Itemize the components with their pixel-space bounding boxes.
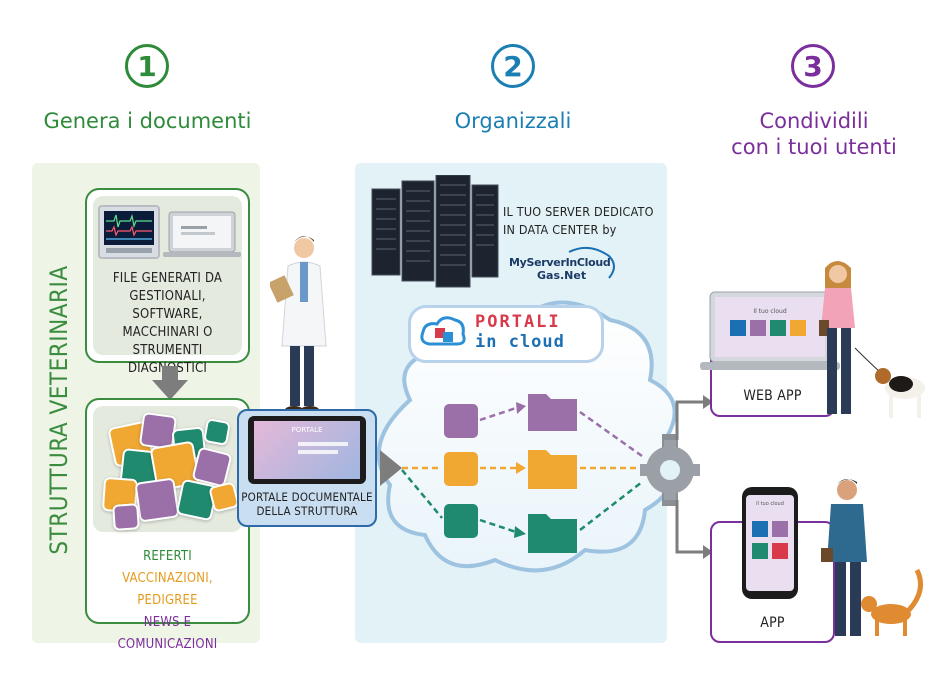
purple-folder-icon	[528, 394, 577, 431]
step-3-number: 3	[791, 44, 835, 88]
step-3-title-line1: Condividili	[759, 109, 869, 133]
smartphone-icon: Il tuo cloud	[742, 487, 798, 599]
doc-type-vaccinazioni: VACCINAZIONI, PEDIGREE	[122, 571, 213, 608]
web-app-label: WEB APP	[743, 388, 802, 404]
man-with-cat-illustration	[815, 478, 935, 643]
brand-line-1: MyServerInCloud	[509, 256, 611, 269]
woman-with-dog-illustration	[815, 258, 935, 426]
portali-logo-line1: PORTALI	[475, 312, 561, 332]
myserverincloud-logo: MyServerInCloud Gas.Net	[509, 246, 619, 286]
laptop-webapp-icon: Il tuo cloud	[700, 290, 840, 374]
doc-type-news: NEWS E COMUNICAZIONI	[117, 615, 218, 652]
down-arrow-icon	[150, 366, 190, 402]
document-tiles	[93, 406, 242, 532]
orange-flow-source	[444, 452, 478, 486]
files-box-label: FILE GENERATI DA GESTIONALI, SOFTWARE, M…	[112, 271, 223, 376]
doc-type-referti: REFERTI	[143, 549, 192, 564]
orange-folder-icon	[528, 450, 577, 489]
app-screen-title: Il tuo cloud	[756, 501, 784, 507]
step-1-title: Genera i documenti	[43, 109, 252, 133]
portali-in-cloud-logo: PORTALI in cloud	[408, 305, 604, 363]
app-label: APP	[760, 615, 785, 631]
output-arrows	[675, 395, 713, 559]
portal-tablet-icon: PORTALE	[248, 416, 366, 484]
green-folder-icon	[528, 514, 577, 553]
green-flow-source	[444, 504, 478, 538]
webapp-screen-title: Il tuo cloud	[753, 308, 787, 315]
step-2-number: 2	[491, 44, 535, 88]
portal-screen-title: PORTALE	[291, 426, 323, 434]
portali-logo-line2: in cloud	[475, 332, 565, 352]
server-racks-icon	[370, 174, 500, 290]
portal-caption: PORTALE DOCUMENTALE DELLA STRUTTURA	[241, 490, 373, 518]
purple-flow-source	[444, 404, 478, 438]
step-1-number: 1	[125, 44, 169, 88]
brand-line-2: Gas.Net	[537, 269, 587, 282]
laptop-icon	[163, 210, 241, 260]
server-caption: IL TUO SERVER DEDICATO IN DATA CENTER by	[503, 204, 654, 237]
gear-icon	[640, 434, 700, 506]
document-flows	[380, 394, 700, 553]
diagnostic-monitor-icon	[98, 205, 160, 259]
structure-vertical-title: STRUTTURA VETERINARIA	[45, 265, 73, 555]
document-types-list: REFERTI VACCINAZIONI, PEDIGREE NEWS E CO…	[93, 546, 242, 656]
step-3-title-line2: con i tuoi utenti	[731, 135, 897, 159]
doctor-illustration	[268, 232, 330, 422]
step-2-title: Organizzali	[454, 109, 572, 133]
